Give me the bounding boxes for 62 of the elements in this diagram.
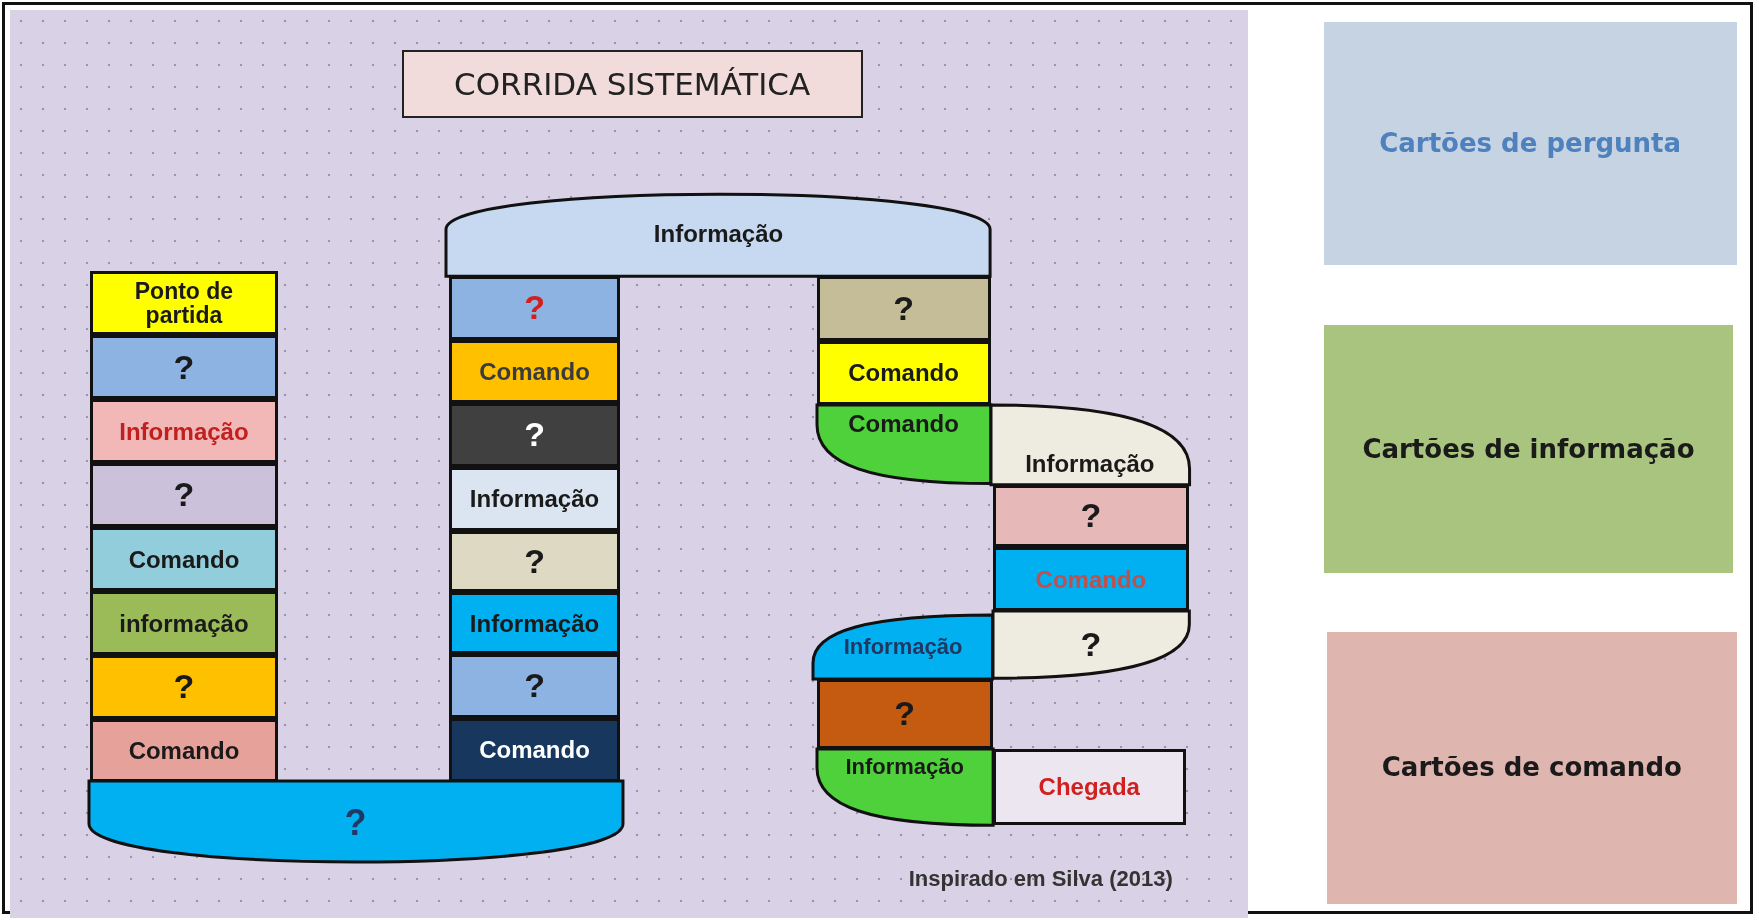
- space-label: ?: [523, 543, 546, 580]
- board-space: [448, 275, 621, 340]
- space-label: ?: [523, 416, 546, 453]
- space-label: informação: [118, 610, 250, 636]
- board-space: [448, 592, 621, 654]
- board-space: [816, 678, 993, 750]
- board-space: [89, 591, 279, 656]
- card-category-panel: [1323, 325, 1734, 574]
- board-space: [992, 547, 1190, 612]
- board-space: [89, 271, 279, 336]
- board-space: [992, 484, 1190, 548]
- space-label: Informação: [468, 610, 601, 636]
- board-space: [89, 463, 279, 528]
- board-space: [89, 399, 279, 464]
- space-label: Comando: [847, 360, 960, 386]
- space-label: ?: [523, 290, 546, 326]
- space-label: Comando: [127, 737, 241, 764]
- space-label: Informação: [842, 635, 964, 659]
- space-label: ?: [892, 290, 915, 327]
- board-space: [816, 275, 991, 341]
- space-label: Comando: [478, 358, 591, 384]
- space-label: ?: [523, 668, 546, 704]
- board-space: [448, 530, 621, 593]
- space-label: Informação: [652, 220, 785, 246]
- board-space: [816, 341, 991, 405]
- board-space: [448, 654, 621, 718]
- space-label: ?: [343, 804, 368, 843]
- board-space: [448, 339, 621, 403]
- board-space: [89, 719, 279, 782]
- space-label: ?: [1079, 498, 1103, 534]
- space-label: Comando: [847, 408, 960, 437]
- board-space: [448, 466, 621, 531]
- title-text: CORRIDA SISTEMÁTICA: [453, 67, 812, 101]
- space-label: ?: [893, 696, 917, 732]
- card-category-panel: [1327, 631, 1737, 905]
- board-space: [992, 749, 1186, 825]
- space-label: ?: [172, 349, 196, 386]
- board-space: [446, 190, 991, 276]
- title-box: [401, 50, 863, 118]
- board-space: [88, 780, 623, 866]
- board-space: [89, 655, 279, 720]
- space-label: ?: [172, 669, 196, 705]
- card-label: Cartões de pergunta: [1378, 129, 1683, 158]
- space-label: Informação: [118, 418, 250, 444]
- credit-note: Inspirado em Silva (2013): [908, 866, 1173, 893]
- space-label: Comando: [127, 546, 241, 572]
- space-label: Informação: [1024, 451, 1156, 480]
- board-space: [448, 402, 621, 467]
- space-label: Informação: [468, 486, 601, 512]
- space-label: ?: [1079, 627, 1103, 663]
- card-label: Cartões de informação: [1361, 435, 1696, 463]
- space-label: Comando: [478, 737, 591, 763]
- space-label: Ponto de partida: [133, 279, 235, 328]
- space-label: Chegada: [1037, 774, 1141, 800]
- board-space: [448, 717, 621, 782]
- board-space: [89, 335, 279, 400]
- space-label: ?: [172, 477, 196, 514]
- space-label: Informação: [844, 753, 965, 779]
- card-category-panel: [1323, 22, 1737, 265]
- space-label: Comando: [1034, 566, 1148, 592]
- board-space: [89, 527, 279, 592]
- card-label: Cartões de comando: [1380, 754, 1683, 782]
